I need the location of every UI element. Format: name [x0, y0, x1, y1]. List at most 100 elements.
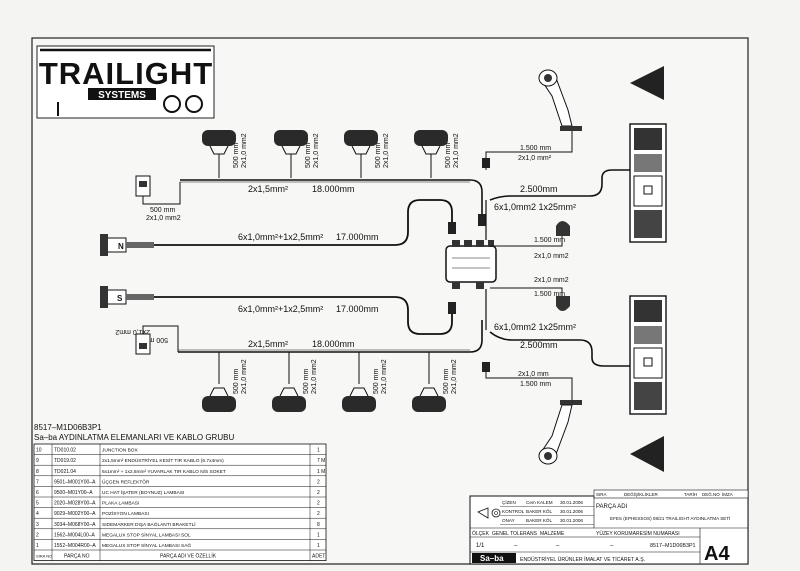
parts-header-qty: ADET: [312, 554, 325, 560]
plate-lamp-lead: [142, 182, 181, 205]
rear-bottom-length: 2.500mm: [520, 340, 558, 350]
parts-cell-code: TD010.02: [54, 448, 76, 454]
plate-lamp-bottom: 2x1,0 mm2 500 mm: [115, 325, 179, 355]
triangle-reflector-top-icon: [630, 66, 664, 100]
position-lamp-lead: [490, 236, 563, 247]
parts-table-frame: [33, 443, 327, 561]
parts-cell-code: 1552–M004R00–A: [54, 543, 96, 549]
plate-lamp-lens-icon: [139, 343, 147, 349]
parts-header-no: SIRA NO: [36, 554, 52, 559]
parts-cell-no: 2: [36, 532, 39, 538]
lamp-lead-wire: 2x1,0 mm2: [383, 133, 390, 168]
lamp-lead-wire: 2x1,0 mm2: [311, 359, 318, 394]
tb-part-name-label: PARÇA ADI: [596, 504, 628, 510]
rev-col-changes: DEĞİŞİKLİKLER: [624, 491, 659, 497]
sidemarker-lamp-icon: [202, 130, 236, 146]
position-lamp-icon: [556, 296, 570, 311]
jb-port-icon: [476, 240, 484, 247]
s-plug-boot-icon: [126, 294, 154, 300]
parts-header-code: PARÇA NO: [64, 554, 90, 560]
role-name: BAKER KÖL: [526, 517, 552, 523]
n-plug-label: N: [118, 242, 124, 251]
parts-cell-no: 1: [36, 543, 39, 549]
bottom-sidemarker-group: 500 mm 2x1,0 mm2 500 mm 2x1,0 mm2 500 mm…: [202, 352, 458, 412]
bottom-marker-len: 1.500 mm: [520, 381, 551, 388]
parts-cell-no: 10: [36, 448, 42, 454]
top-harness-length: 18.000mm: [312, 184, 355, 194]
tb-scale-value: 1/1: [476, 543, 485, 549]
plate-lamp-bottom-len: 500 mm: [143, 336, 168, 343]
s-plug-body-icon: [100, 286, 108, 308]
sidemarker-lamp-icon: [344, 130, 378, 146]
bottom-sidemarker-1: 500 mm 2x1,0 mm2: [202, 352, 248, 412]
title-block: SIRA DEĞİŞİKLİKLER TARİH DEĞ.NO İMZA ÇİZ…: [469, 489, 749, 565]
horn-lamp-base-icon: [560, 126, 582, 131]
lamp-lead-wire: 2x1,0 mm2: [453, 133, 460, 168]
role-name: BAKER KÖL: [526, 508, 552, 514]
parts-header-desc: PARÇA ADI VE ÖZELLİK: [160, 553, 217, 560]
tb-company: ENDÜSTRİYEL ÜRÜNLER İMALAT VE TİCARET A.…: [520, 556, 645, 563]
n-plug-boot-icon: [126, 242, 154, 248]
rear-top-section: 6x1,0mm2 1x25mm²: [494, 202, 576, 212]
rev-col-date: TARİH: [684, 491, 697, 497]
parts-cell-no: 6: [36, 490, 39, 496]
rear-lamp-segment-icon: [634, 210, 662, 238]
rear-bottom-section: 6x1,0mm2 1x25mm²: [494, 322, 576, 332]
position-lamp-lead: [490, 287, 563, 296]
parts-cell-qty: 2: [317, 511, 320, 517]
rear-lamp-segment-icon: [634, 326, 662, 344]
sidemarker-lamp-icon: [342, 396, 376, 412]
rear-lamp-segment-icon: [634, 128, 662, 150]
sidemarker-bracket-icon: [349, 387, 369, 397]
parts-cell-qty: 1 M.: [317, 469, 327, 475]
tb-sheet-size: A4: [704, 543, 730, 565]
lamp-lead-wire: 2x1,0 mm2: [241, 133, 248, 168]
sidemarker-bracket-icon: [209, 387, 229, 397]
tb-scale-label: ÖLÇEK: [472, 530, 490, 537]
rear-cable-top: [489, 169, 630, 201]
role-label: ÇİZEN: [502, 499, 516, 505]
parts-cell-desc: SIDEMARKER DIŞA BAĞLANTI BRAKETLİ: [102, 521, 196, 528]
position-lamp-lower: 2x1,0 mm2 1.500 mm: [490, 277, 570, 311]
sidemarker-bracket-icon: [419, 387, 439, 397]
tb-surface-label: YÜZEY KORUMA: [596, 530, 637, 537]
tb-tolerance-value: –: [514, 543, 518, 549]
sidemarker-lamp-icon: [272, 396, 306, 412]
revision-header: [593, 489, 749, 499]
main-bottom-length: 17.000mm: [336, 304, 379, 314]
mid-upper-wire: 2x1,0 mm2: [534, 253, 569, 260]
logo-sub-band: [88, 88, 156, 100]
lamp-lead-length: 500 mm: [233, 369, 240, 394]
title-block-frame: [469, 495, 749, 565]
top-harness-connector-icon: [478, 214, 486, 226]
plate-lamp-lens-icon: [139, 181, 147, 187]
parts-code: 8517–M1D06B3P1: [34, 423, 102, 432]
top-sidemarker-1: 500 mm 2x1,0 mm2: [202, 130, 248, 178]
rear-lamp-reflector-icon: [643, 357, 653, 367]
rev-col-sign: İMZA: [722, 491, 733, 497]
parts-cell-qty: 2: [317, 501, 320, 507]
main-bottom-connector-icon: [448, 302, 456, 314]
tb-surface-value: –: [610, 543, 614, 549]
junction-box-icon: [445, 245, 497, 283]
sidemarker-bracket-icon: [279, 387, 299, 397]
rear-lamp-top: [629, 123, 667, 243]
jb-port-icon: [476, 282, 484, 289]
saba-logo-band: [472, 553, 516, 563]
logo-sub: SYSTEMS: [98, 90, 146, 101]
parts-cell-no: 5: [36, 501, 39, 507]
role-date: 30.01.2006: [560, 500, 583, 505]
main-top-length: 17.000mm: [336, 232, 379, 242]
trailight-logo: TRAILIGHT SYSTEMS: [36, 45, 215, 119]
parts-cell-desc: POZİSYON LAMBASI: [102, 510, 149, 517]
parts-cell-desc: MEGALUX STOP SİNYAL LAMBASI SAĞ: [102, 542, 191, 549]
parts-cell-desc: ÜÇGEN REFLEKTÖR: [102, 478, 150, 485]
lamp-lead-length: 500 mm: [443, 369, 450, 394]
sidemarker-lamp-icon: [414, 130, 448, 146]
lamp-lead-wire: 2x1,0 mm2: [313, 133, 320, 168]
projection-symbol-icon: [477, 507, 501, 519]
tb-part-name: EFES (EPHESSOS) 08/21 TRAILIGHT AYDINLAT…: [610, 515, 730, 521]
parts-cell-code: 9501–M001Y00–A: [54, 479, 96, 485]
